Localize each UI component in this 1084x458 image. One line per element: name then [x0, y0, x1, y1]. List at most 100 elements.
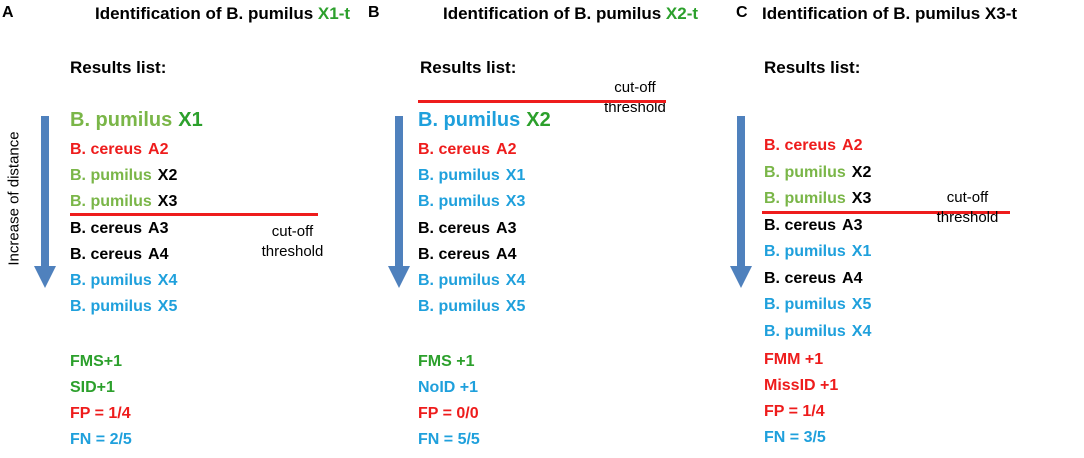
species-name: B. pumilus [418, 167, 500, 185]
species-name: B. pumilus [764, 163, 846, 181]
panel-letter: C [736, 4, 748, 21]
list-item: B. pumilus X2 [764, 163, 871, 183]
strain-id: A2 [148, 141, 169, 158]
cutoff-note: cut-off threshold [920, 188, 1015, 228]
strain-id: X4 [505, 272, 526, 289]
metric-item: FMM +1 [764, 351, 824, 368]
species-name: B. pumilus [764, 322, 846, 340]
strain-id: X2 [157, 167, 178, 185]
title-prefix: Identification of B. pumilus [443, 4, 662, 23]
strain-id: X3 [851, 190, 872, 207]
cutoff-label-1: cut-off [271, 223, 314, 240]
species-name: B. cereus [418, 141, 491, 158]
species-name: B. pumilus [70, 193, 152, 211]
metric-item: FN = 2/5 [70, 431, 132, 448]
cutoff-line [762, 211, 1010, 214]
strain-id: X5 [851, 296, 872, 313]
list-item: B. pumilus X4 [418, 271, 525, 291]
species-name: B. cereus [70, 219, 143, 237]
list-item: B. cereus A2 [764, 136, 863, 156]
cutoff-label-2: threshold [936, 209, 999, 226]
panel-title: Identification of B. pumilus X2-t [443, 4, 698, 24]
species-name: B. cereus [418, 219, 491, 237]
strain-id: X1 [505, 167, 526, 185]
metric-item: FN = 3/5 [764, 429, 826, 446]
metric-item: MissID +1 [764, 377, 839, 394]
strain-id: A4 [842, 269, 863, 287]
metric-item: FMS+1 [70, 353, 123, 370]
metric-item: FMS +1 [418, 353, 475, 370]
distance-arrow-icon [730, 116, 752, 288]
species-name: B. pumilus [418, 193, 500, 211]
species-name: B. cereus [418, 245, 491, 263]
title-prefix: Identification of B. pumilus [95, 4, 314, 23]
panel-c: C Identification of B. pumilus X3-t Resu… [720, 0, 1084, 458]
strain-id: X5 [157, 298, 178, 316]
list-item: B. pumilus X5 [418, 297, 525, 317]
metric-item: SID+1 [70, 379, 115, 396]
species-name: B. pumilus [418, 109, 521, 131]
list-item: B. cereus A3 [764, 216, 863, 236]
panel-title: Identification of B. pumilus X3-t [762, 4, 1017, 24]
strain-id: A2 [496, 141, 517, 158]
strain-id: X3 [157, 193, 178, 211]
metric-item: FP = 1/4 [70, 405, 131, 422]
panel-letter: B [368, 4, 380, 21]
cutoff-label-1: cut-off [946, 189, 989, 206]
cutoff-label-2: threshold [261, 243, 324, 260]
species-name: B. pumilus [70, 167, 152, 185]
list-item: B. pumilus X2 [70, 166, 177, 186]
results-label: Results list: [764, 58, 861, 77]
cutoff-label-1: cut-off [614, 79, 656, 96]
species-name: B. cereus [70, 141, 143, 158]
strain-id: X5 [505, 298, 526, 316]
strain-id: X2 [851, 163, 872, 181]
strain-id: X4 [851, 322, 872, 340]
species-name: B. pumilus [418, 298, 500, 316]
species-name: B. cereus [764, 216, 837, 234]
strain-id: X2 [526, 109, 551, 131]
distance-arrow-icon [388, 116, 410, 288]
strain-id: A2 [842, 137, 863, 154]
strain-id: A3 [148, 219, 169, 237]
species-name: B. pumilus [418, 272, 500, 289]
list-item: B. pumilus X3 [418, 192, 525, 212]
list-item: B. cereus A3 [70, 219, 169, 239]
species-name: B. cereus [764, 137, 837, 154]
list-item: B. pumilus X1 [418, 166, 525, 186]
title-strain: X3-t [984, 4, 1018, 23]
strain-id: X1 [178, 109, 203, 131]
strain-id: A4 [496, 245, 517, 263]
list-item: B. cereus A2 [418, 140, 517, 160]
list-item: B. pumilus X5 [70, 297, 177, 317]
strain-id: A3 [496, 219, 517, 237]
cutoff-line [70, 213, 318, 216]
list-item: B. pumilus X3 [764, 189, 871, 209]
species-name: B. pumilus [70, 109, 173, 131]
strain-id: A3 [842, 216, 863, 234]
list-item: B. cereus A4 [418, 245, 517, 265]
list-item: B. cereus A3 [418, 219, 517, 239]
panel-a: A Identification of B. pumilus X1-t Incr… [0, 0, 360, 458]
species-name: B. pumilus [70, 298, 152, 316]
species-name: B. pumilus [764, 190, 846, 207]
species-name: B. cereus [70, 245, 143, 263]
strain-id: A4 [148, 245, 169, 263]
metric-item: FP = 0/0 [418, 405, 479, 422]
results-label: Results list: [420, 58, 517, 77]
list-item: B. pumilus X3 [70, 192, 177, 212]
list-item: B. cereus A2 [70, 140, 169, 160]
axis-label: Increase of distance [5, 131, 23, 266]
metric-item: FN = 5/5 [418, 431, 480, 448]
title-prefix: Identification of B. pumilus [762, 4, 981, 23]
strain-id: X3 [505, 193, 526, 211]
strain-id: X1 [851, 243, 872, 260]
distance-arrow-icon [34, 116, 56, 288]
panel-letter: A [2, 4, 14, 21]
